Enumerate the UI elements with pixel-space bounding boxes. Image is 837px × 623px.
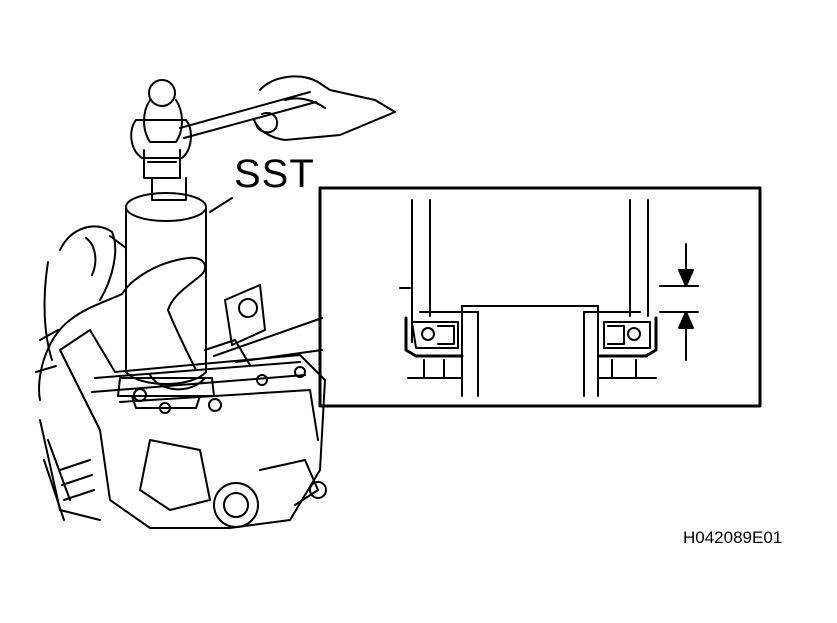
figure-code: H042089E01 (683, 528, 783, 547)
transmission-case (39, 284, 327, 529)
oil-seal-detail-icon (318, 186, 762, 408)
hand-on-tool-icon (35, 225, 207, 401)
callout-lines (213, 317, 323, 363)
hand-on-hammer-icon (253, 75, 396, 141)
sst-label: SST (234, 152, 315, 196)
hammer-icon (130, 79, 317, 179)
sst-installer-icon (117, 177, 233, 409)
